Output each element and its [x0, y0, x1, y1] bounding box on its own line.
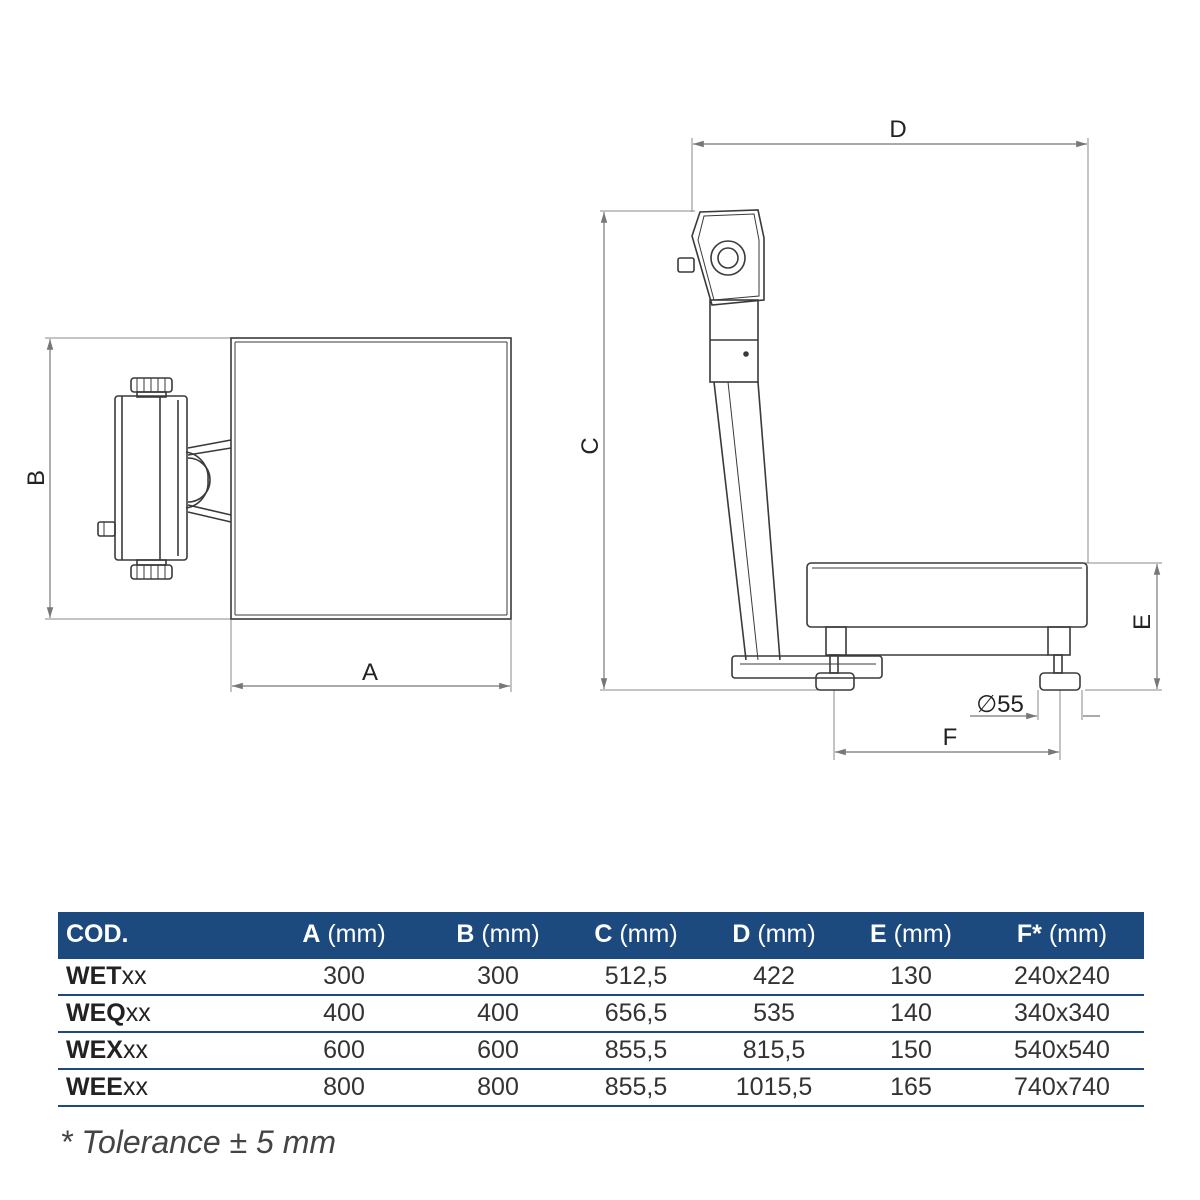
cell-f: 240x240	[980, 957, 1144, 996]
table-row: WEXxx 600 600 855,5 815,5 150 540x540	[58, 1032, 1144, 1070]
cell-f: 740x740	[980, 1069, 1144, 1107]
cell-e: 150	[842, 1032, 980, 1070]
dimension-label-diameter: ∅55	[976, 691, 1024, 718]
foot-icon	[815, 672, 855, 691]
cell-d: 1015,5	[706, 1069, 842, 1107]
cell-d: 815,5	[706, 1032, 842, 1070]
dimension-b: B	[23, 339, 54, 618]
cell-b: 800	[430, 1069, 566, 1107]
cell-a: 300	[258, 957, 430, 996]
dimension-c: C	[577, 212, 608, 689]
table-row: WEExx 800 800 855,5 1015,5 165 740x740	[58, 1069, 1144, 1107]
cell-a: 400	[258, 995, 430, 1033]
indicator-housing-top-view	[114, 395, 188, 561]
dimension-label-f: F	[943, 724, 958, 751]
dimension-label-b: B	[23, 470, 50, 486]
dimension-e: E	[1129, 564, 1161, 689]
base-frame-side-view	[731, 655, 883, 679]
cell-c: 855,5	[566, 1069, 706, 1107]
cell-b: 300	[430, 957, 566, 996]
cell-d: 535	[706, 995, 842, 1033]
column-header-b: B (mm)	[430, 912, 566, 959]
column-header-a: A (mm)	[258, 912, 430, 959]
table-row: WEQxx 400 400 656,5 535 140 340x340	[58, 995, 1144, 1033]
dimension-label-c: C	[577, 437, 604, 454]
column-header-code: COD.	[58, 912, 258, 959]
cell-a: 800	[258, 1069, 430, 1107]
table-row: WETxx 300 300 512,5 422 130 240x240	[58, 957, 1144, 996]
foot-icon	[1039, 672, 1081, 691]
technical-drawing: A B	[23, 116, 1162, 760]
cell-code: WEExx	[58, 1069, 258, 1107]
column-header-d: D (mm)	[706, 912, 842, 959]
dimensions-table: COD. A (mm) B (mm) C (mm) D (mm) E (mm) …	[58, 912, 1144, 1107]
column-header-e: E (mm)	[842, 912, 980, 959]
table-header-row: COD. A (mm) B (mm) C (mm) D (mm) E (mm) …	[58, 912, 1144, 959]
cell-c: 855,5	[566, 1032, 706, 1070]
cell-b: 600	[430, 1032, 566, 1070]
cell-f: 540x540	[980, 1032, 1144, 1070]
column-header-f: F* (mm)	[980, 912, 1144, 959]
cell-f: 340x340	[980, 995, 1144, 1033]
cell-a: 600	[258, 1032, 430, 1070]
cable-gland-icon	[97, 521, 116, 537]
side-view	[600, 138, 1162, 760]
indicator-head-side-view	[691, 209, 765, 306]
cell-d: 422	[706, 957, 842, 996]
cell-code: WEXxx	[58, 1032, 258, 1070]
dimension-label-a: A	[362, 659, 378, 686]
dimension-label-e: E	[1129, 614, 1156, 630]
column-side-view	[709, 299, 759, 383]
cell-c: 512,5	[566, 957, 706, 996]
cell-e: 130	[842, 957, 980, 996]
top-view	[45, 337, 512, 692]
tolerance-note: * Tolerance ± 5 mm	[60, 1124, 337, 1160]
dimension-diameter: ∅55	[970, 691, 1100, 720]
platter-side-view	[806, 562, 1088, 628]
cell-code: WETxx	[58, 957, 258, 996]
dimension-f: F	[835, 724, 1059, 756]
dimension-a: A	[232, 659, 510, 690]
cell-c: 656,5	[566, 995, 706, 1033]
dimension-label-d: D	[889, 116, 906, 143]
cell-e: 140	[842, 995, 980, 1033]
cell-b: 400	[430, 995, 566, 1033]
platter-top-view	[230, 337, 512, 620]
column-header-c: C (mm)	[566, 912, 706, 959]
cell-code: WEQxx	[58, 995, 258, 1033]
dimension-d: D	[693, 116, 1087, 148]
cell-e: 165	[842, 1069, 980, 1107]
